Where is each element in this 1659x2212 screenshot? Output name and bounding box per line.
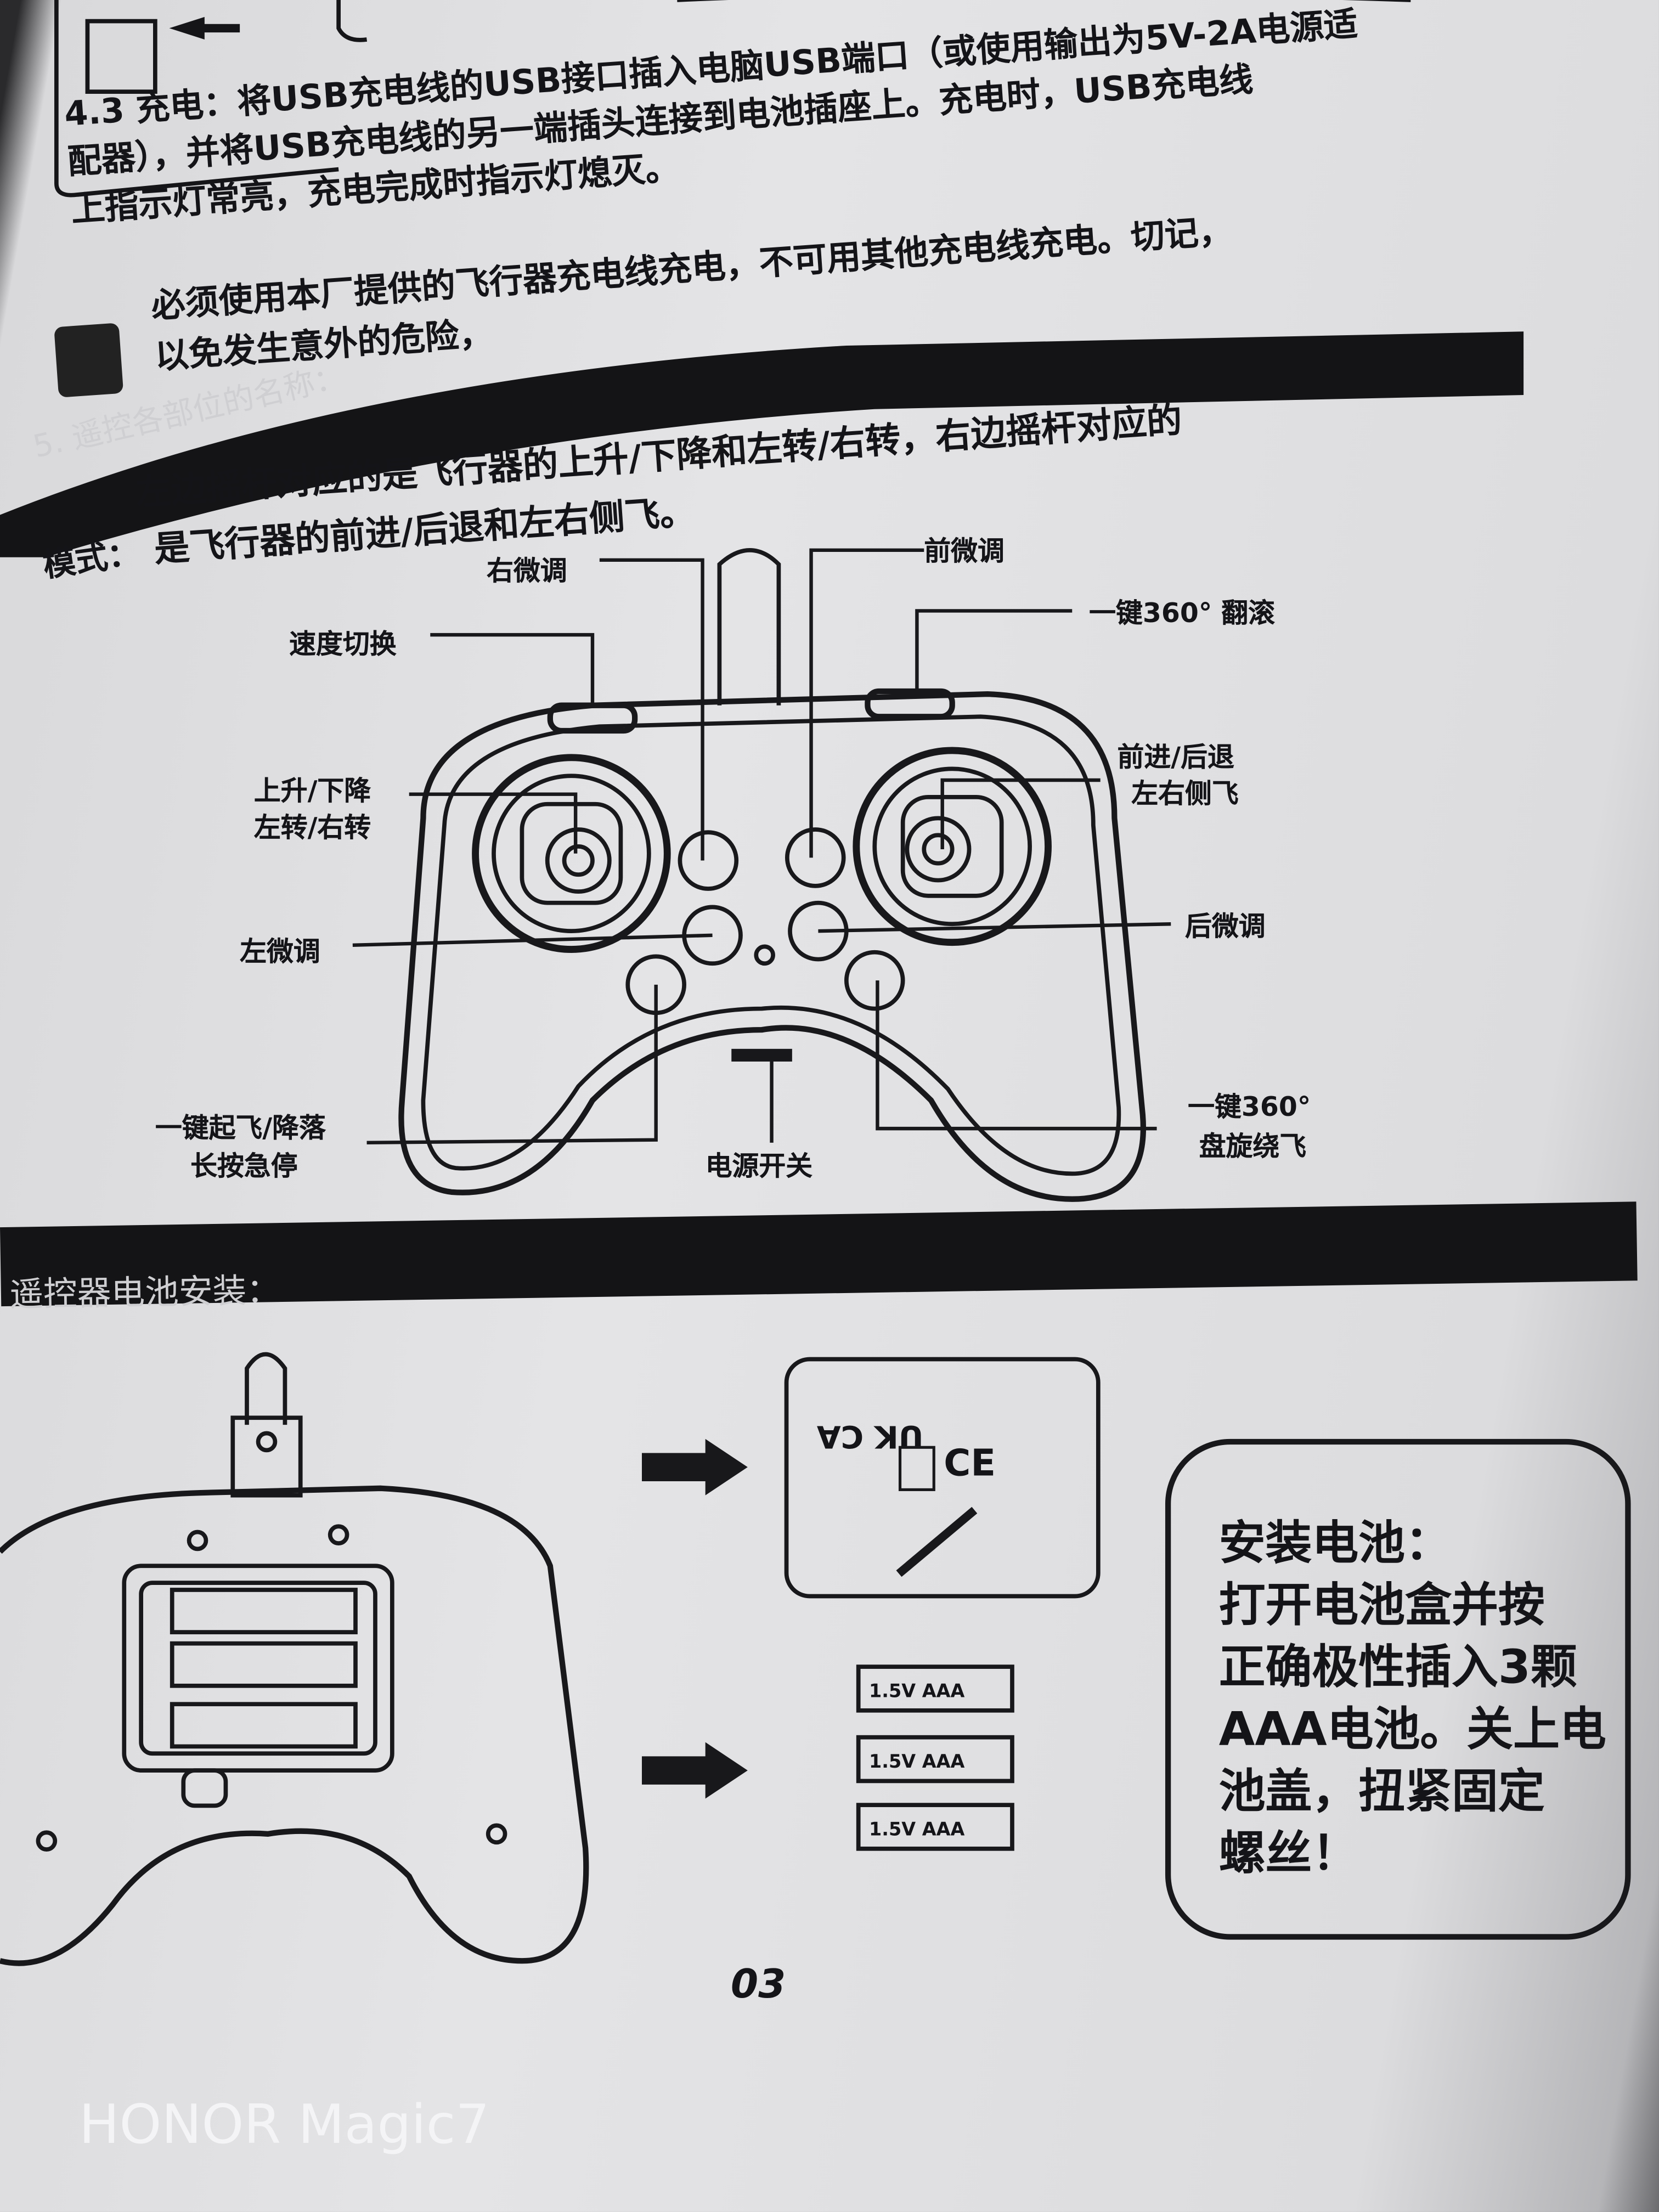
ce-mark: CE [944, 1443, 996, 1486]
battery-1: 1.5V AAA [856, 1664, 1014, 1713]
battery-section-header-bar: 遥控器电池安装： [0, 1201, 1638, 1314]
label-power-switch: 电源开关 [705, 1151, 813, 1182]
battery-2: 1.5V AAA [856, 1735, 1014, 1784]
instruction-line-3: 正确极性插入3颗 [1218, 1639, 1577, 1695]
controller-diagram [352, 548, 1171, 1202]
controller-back-diagram [0, 1352, 589, 1966]
leader-lines [352, 548, 1171, 1145]
instruction-line-4: AAA电池。关上电 [1218, 1701, 1606, 1757]
label-circle-1: 一键360° [1188, 1092, 1311, 1123]
label-left-stick-2: 左转/右转 [253, 812, 371, 844]
warning-line-1: 必须使用本厂提供的飞行器充电线充电，不可用其他充电线充电。切记， [150, 211, 1234, 326]
arrow-icon [169, 16, 240, 40]
antenna [717, 548, 781, 706]
label-takeoff-2: 长按急停 [190, 1151, 298, 1182]
instruction-line-1: 安装电池： [1218, 1515, 1452, 1570]
label-speed-switch: 速度切换 [289, 629, 397, 661]
arrow-right-icon [641, 1742, 748, 1799]
camera-watermark: HONOR Magic7 [78, 2093, 490, 2156]
right-trim-button [678, 830, 739, 891]
label-back-trim: 后微调 [1184, 911, 1266, 943]
label-takeoff-1: 一键起飞/降落 [155, 1113, 326, 1144]
label-right-stick-2: 左右侧飞 [1131, 778, 1239, 810]
screwdriver-icon [896, 1506, 978, 1577]
battery-slots [170, 1588, 358, 1749]
battery-instruction-box: 安装电池： 打开电池盒并按 正确极性插入3颗 AAA电池。关上电 池盖，扭紧固定… [1165, 1438, 1631, 1940]
circle-fly-button [844, 950, 905, 1011]
front-trim-button [785, 827, 846, 888]
left-joystick [472, 754, 671, 953]
instruction-line-5: 池盖，扭紧固定 [1218, 1763, 1545, 1819]
label-right-stick-1: 前进/后退 [1117, 742, 1234, 774]
right-joystick [853, 747, 1052, 946]
label-right-trim: 右微调 [487, 556, 567, 587]
label-left-stick-1: 上升/下降 [253, 776, 371, 807]
battery-3: 1.5V AAA [856, 1803, 1014, 1851]
charging-diagram [54, 0, 1411, 198]
power-switch [731, 1048, 792, 1062]
label-left-trim: 左微调 [240, 936, 320, 968]
arrow-right-icon [641, 1438, 748, 1496]
usb-port-icon [85, 19, 157, 94]
instruction-line-6: 螺丝！ [1218, 1825, 1359, 1881]
section5-header-bar [0, 331, 1524, 557]
label-front-trim: 前微调 [924, 536, 1005, 567]
battery-cover: UK CA CE [784, 1357, 1101, 1599]
label-flip-360: 一键360° 翻滚 [1089, 598, 1275, 629]
page-number: 03 [730, 1961, 786, 2008]
arrows [641, 1438, 748, 1799]
instruction-line-2: 打开电池盒并按 [1218, 1577, 1545, 1633]
battery-section-title: 遥控器电池安装： [9, 1271, 281, 1315]
weee-icon [898, 1446, 935, 1491]
flip-360-button [865, 688, 955, 720]
label-circle-2: 盘旋绕飞 [1199, 1131, 1307, 1163]
